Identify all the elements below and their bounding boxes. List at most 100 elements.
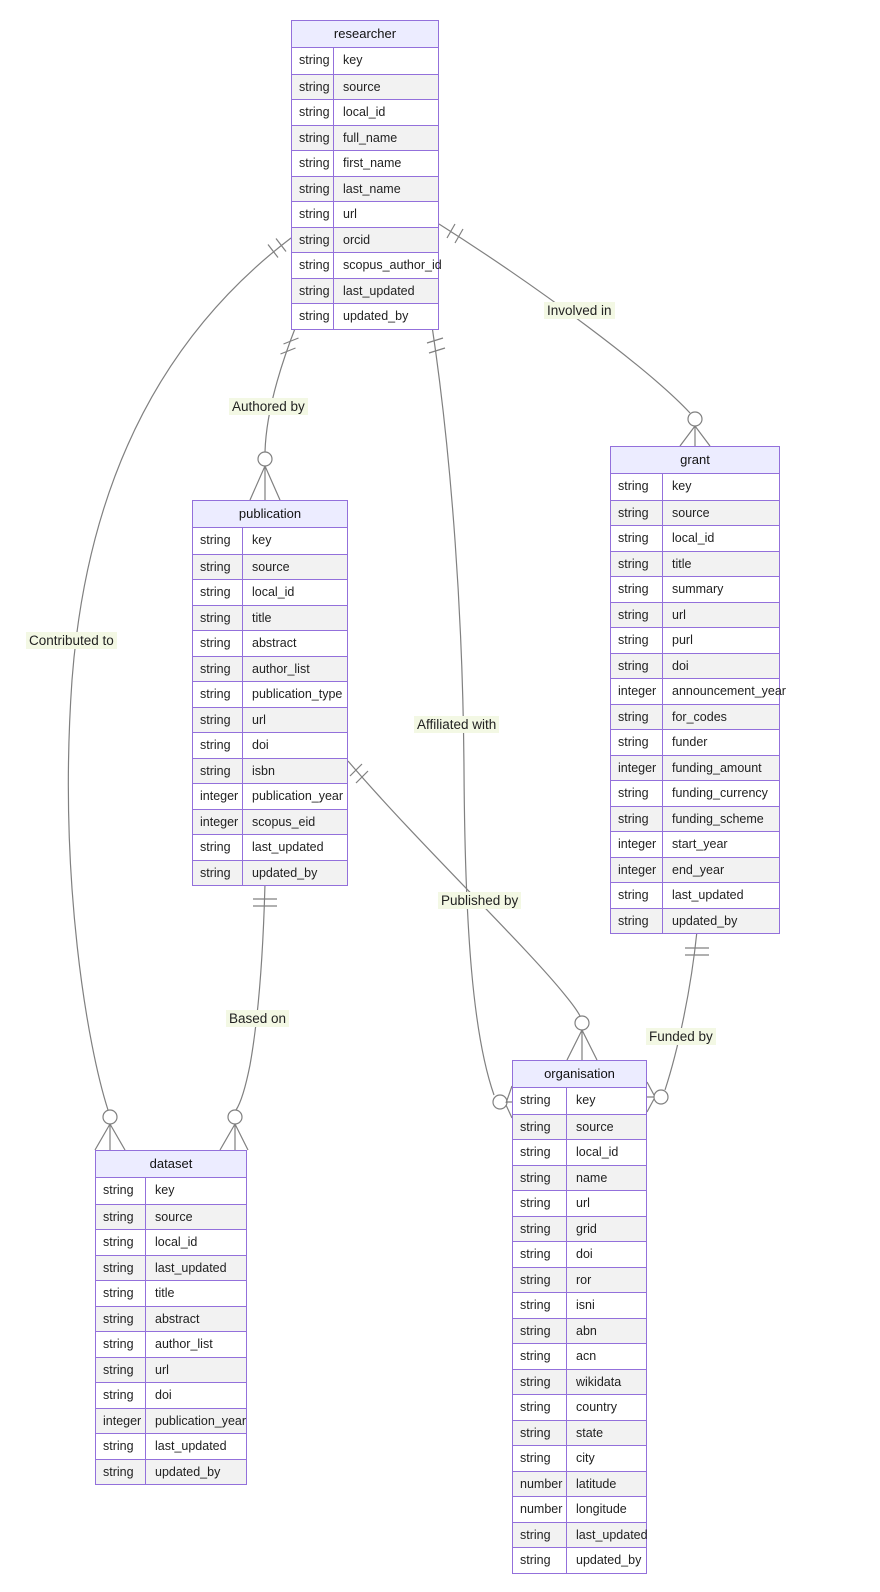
attribute-type: integer (611, 857, 663, 882)
attribute-type: string (292, 176, 334, 201)
relationship-line-funded-by (646, 930, 709, 1113)
attribute-name: isbn (252, 763, 275, 778)
attribute-type: string (193, 707, 243, 732)
attribute-type: string (292, 151, 334, 176)
entity-title-organisation: organisation (513, 1061, 646, 1088)
attribute-name: source (672, 505, 710, 520)
attribute-name: first_name (343, 156, 402, 170)
attribute-type: string (611, 806, 663, 831)
attribute-name: local_id (672, 531, 715, 545)
attribute-name: abstract (155, 1311, 200, 1326)
attribute-name: key (252, 533, 272, 547)
attribute-name: longitude (576, 1502, 627, 1516)
attribute-row: string url (193, 706, 347, 732)
attribute-name: updated_by (343, 309, 409, 323)
attribute-name: doi (672, 658, 689, 673)
entity-title-publication: publication (193, 501, 347, 528)
attribute-type: string (513, 1165, 567, 1190)
attribute-name: local_id (252, 585, 295, 599)
attribute-type: string (96, 1178, 146, 1204)
attribute-row: string author_list (96, 1331, 246, 1357)
attribute-name: publication_year (155, 1413, 247, 1428)
attribute-type: string (96, 1459, 146, 1484)
attribute-name: announcement_year (672, 684, 786, 698)
attribute-type: string (292, 253, 334, 278)
attribute-type: string (96, 1332, 146, 1357)
attribute-name: wikidata (576, 1374, 622, 1389)
attribute-row: string abstract (96, 1305, 246, 1331)
attribute-type: string (292, 74, 334, 99)
attribute-type: string (513, 1548, 567, 1573)
relationship-line-affiliated-with (426, 325, 513, 1119)
attribute-type: string (513, 1114, 567, 1139)
attribute-type: integer (96, 1408, 146, 1433)
attribute-name: url (252, 712, 266, 727)
attribute-name: local_id (343, 105, 386, 119)
attribute-type: string (611, 730, 663, 755)
entity-title-grant: grant (611, 447, 779, 474)
attribute-type: string (193, 835, 243, 860)
attribute-name: city (576, 1451, 595, 1465)
relationship-line-published-by (347, 760, 598, 1061)
attribute-type: string (513, 1267, 567, 1292)
attribute-type: integer (193, 809, 243, 834)
attribute-type: string (611, 526, 663, 551)
attribute-name: updated_by (252, 865, 318, 880)
attribute-name: end_year (672, 862, 725, 877)
relationship-line-based-on (219, 882, 277, 1151)
attribute-name: last_updated (576, 1527, 648, 1542)
attribute-row: integer publication_year (96, 1407, 247, 1433)
attribute-type: integer (611, 832, 663, 857)
attribute-name: source (155, 1209, 193, 1224)
attribute-name: ror (576, 1272, 592, 1287)
attribute-name: summary (672, 582, 724, 596)
attribute-name: updated_by (576, 1553, 642, 1567)
attribute-name: purl (672, 633, 693, 647)
attribute-row: string updated_by (513, 1547, 646, 1573)
attribute-type: string (513, 1446, 567, 1471)
attribute-type: string (513, 1522, 567, 1547)
attribute-name: scopus_eid (252, 814, 316, 829)
attribute-name: updated_by (672, 913, 738, 928)
attribute-name: last_updated (343, 283, 415, 298)
attribute-name: author_list (155, 1337, 213, 1351)
attribute-type: integer (611, 679, 663, 704)
attribute-type: string (193, 554, 243, 579)
attribute-type: string (96, 1306, 146, 1331)
attribute-name: author_list (252, 661, 310, 676)
attribute-type: string (96, 1434, 146, 1459)
attribute-name: funding_currency (672, 786, 768, 800)
attribute-type: string (292, 227, 334, 252)
attribute-type: string (513, 1191, 567, 1216)
attribute-name: acn (576, 1349, 597, 1363)
